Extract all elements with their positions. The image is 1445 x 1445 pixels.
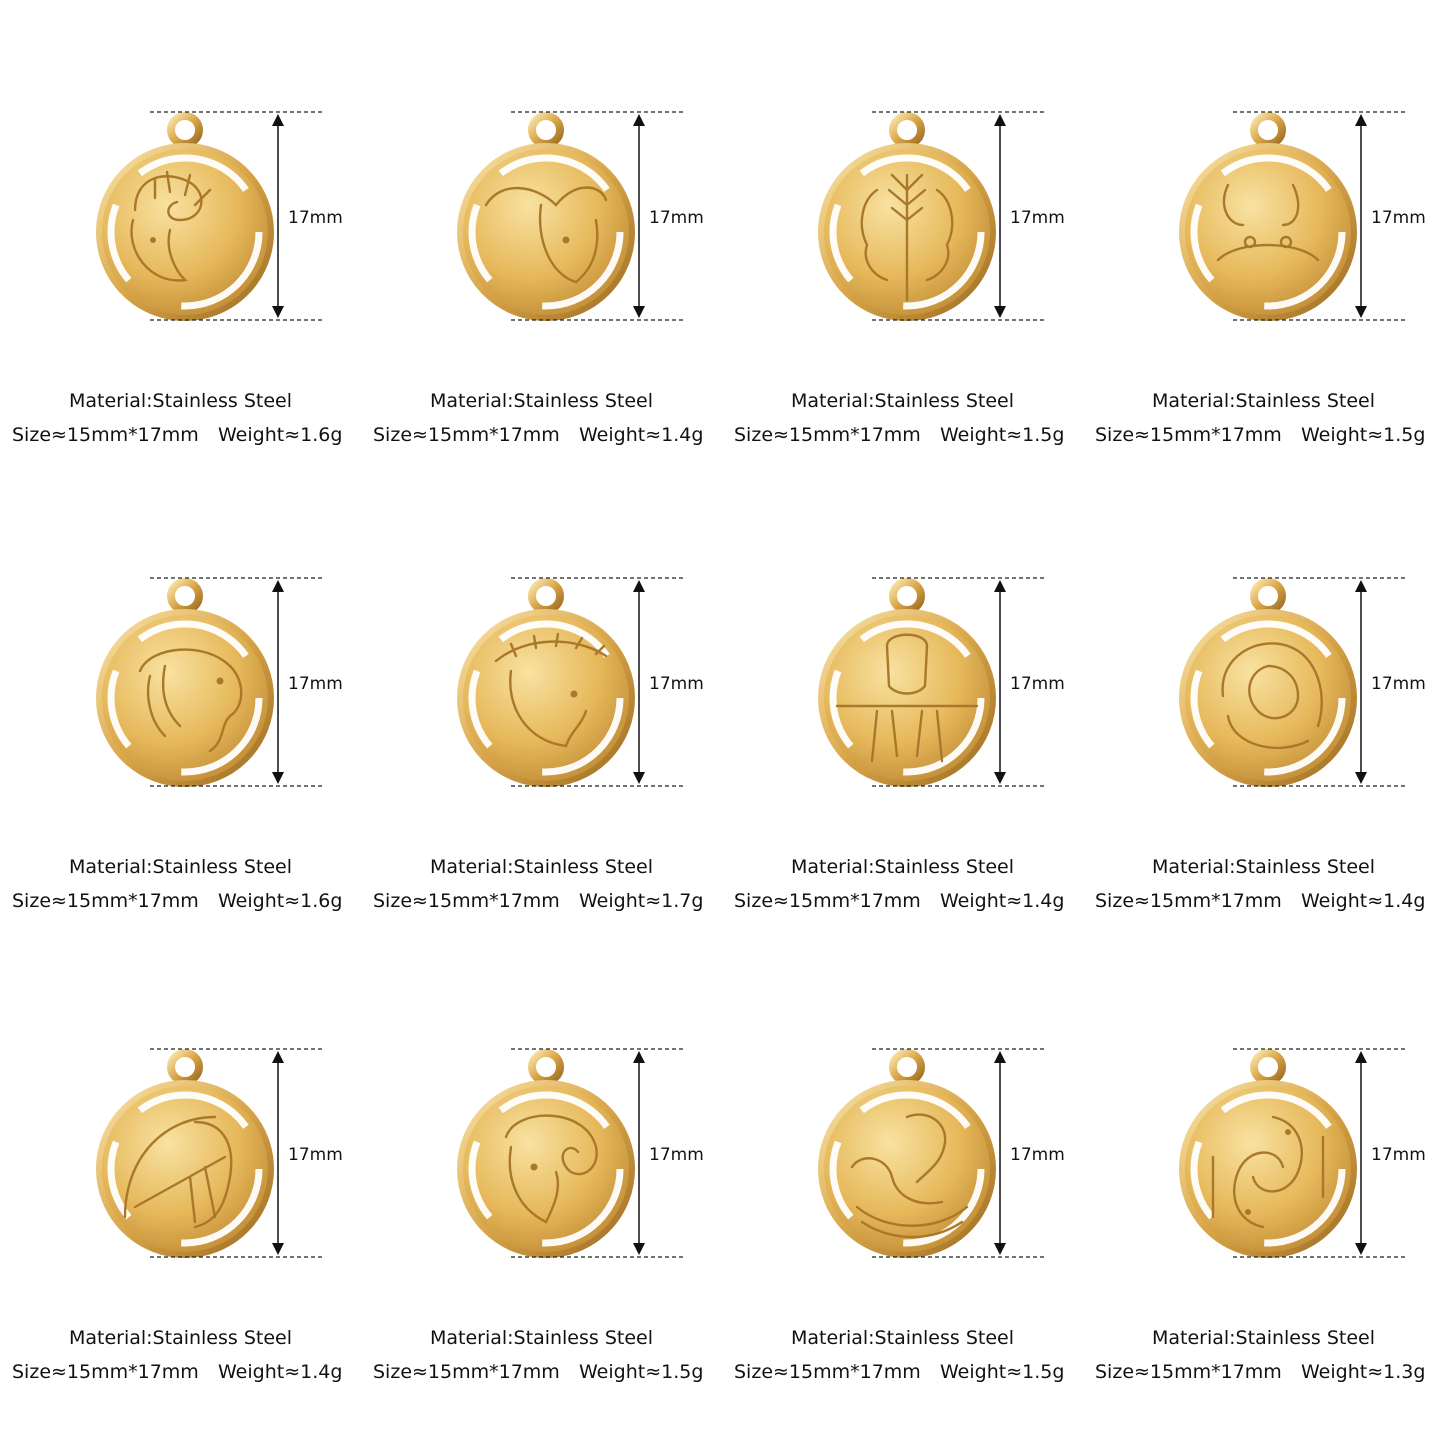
material-label: Material:Stainless Steel [68,1327,293,1349]
dimension-label: 17mm [649,1145,704,1165]
dimension-label: 17mm [1371,674,1426,694]
size-label: Size≈15mm*17mm [1095,1361,1282,1383]
size-label: Size≈15mm*17mm [12,424,199,446]
pendant-card-aries: 17mm Material:Stainless Steel Size≈15mm*… [0,0,361,470]
pendant-card-cancer: 17mm Material:Stainless Steel Size≈15mm*… [1083,0,1444,470]
weight-label: Weight≈1.6g [218,890,343,912]
material-label: Material:Stainless Steel [790,390,1015,412]
size-label: Size≈15mm*17mm [12,1361,199,1383]
size-label: Size≈15mm*17mm [734,1361,921,1383]
weight-label: Weight≈1.4g [940,890,1065,912]
weight-label: Weight≈1.5g [940,424,1065,446]
material-label: Material:Stainless Steel [790,856,1015,878]
weight-label: Weight≈1.5g [579,1361,704,1383]
size-label: Size≈15mm*17mm [734,890,921,912]
capricorn-pendant-icon [456,1047,636,1262]
scorpio-pendant-icon [1178,576,1358,791]
gemini-pendant-icon [817,110,997,325]
cancer-pendant-icon [1178,110,1358,325]
size-label: Size≈15mm*17mm [1095,890,1282,912]
material-label: Material:Stainless Steel [1151,390,1376,412]
size-label: Size≈15mm*17mm [1095,424,1282,446]
pendant-card-libra: 17mm Material:Stainless Steel Size≈15mm*… [722,466,1083,936]
taurus-pendant-icon [456,110,636,325]
virgo-pendant-icon [456,576,636,791]
dimension-label: 17mm [288,1145,343,1165]
dimension-label: 17mm [1010,674,1065,694]
weight-label: Weight≈1.4g [218,1361,343,1383]
material-label: Material:Stainless Steel [429,1327,654,1349]
weight-label: Weight≈1.5g [1301,424,1426,446]
pendant-card-gemini: 17mm Material:Stainless Steel Size≈15mm*… [722,0,1083,470]
weight-label: Weight≈1.4g [1301,890,1426,912]
size-label: Size≈15mm*17mm [373,890,560,912]
weight-label: Weight≈1.3g [1301,1361,1426,1383]
material-label: Material:Stainless Steel [1151,1327,1376,1349]
material-label: Material:Stainless Steel [429,390,654,412]
pisces-pendant-icon [1178,1047,1358,1262]
dimension-label: 17mm [1371,208,1426,228]
sagittarius-pendant-icon [95,1047,275,1262]
pendant-card-taurus: 17mm Material:Stainless Steel Size≈15mm*… [361,0,722,470]
weight-label: Weight≈1.7g [579,890,704,912]
dimension-label: 17mm [1371,1145,1426,1165]
pendant-card-pisces: 17mm Material:Stainless Steel Size≈15mm*… [1083,937,1444,1407]
weight-label: Weight≈1.4g [579,424,704,446]
pendant-card-capricorn: 17mm Material:Stainless Steel Size≈15mm*… [361,937,722,1407]
size-label: Size≈15mm*17mm [12,890,199,912]
pendant-card-sagittarius: 17mm Material:Stainless Steel Size≈15mm*… [0,937,361,1407]
aquarius-pendant-icon [817,1047,997,1262]
dimension-label: 17mm [649,208,704,228]
dimension-label: 17mm [1010,1145,1065,1165]
weight-label: Weight≈1.5g [940,1361,1065,1383]
dimension-label: 17mm [1010,208,1065,228]
pendant-card-scorpio: 17mm Material:Stainless Steel Size≈15mm*… [1083,466,1444,936]
weight-label: Weight≈1.6g [218,424,343,446]
dimension-label: 17mm [649,674,704,694]
libra-pendant-icon [817,576,997,791]
material-label: Material:Stainless Steel [1151,856,1376,878]
material-label: Material:Stainless Steel [68,390,293,412]
pendant-card-leo: 17mm Material:Stainless Steel Size≈15mm*… [0,466,361,936]
size-label: Size≈15mm*17mm [734,424,921,446]
leo-pendant-icon [95,576,275,791]
size-label: Size≈15mm*17mm [373,1361,560,1383]
material-label: Material:Stainless Steel [429,856,654,878]
pendant-card-aquarius: 17mm Material:Stainless Steel Size≈15mm*… [722,937,1083,1407]
pendant-card-virgo: 17mm Material:Stainless Steel Size≈15mm*… [361,466,722,936]
material-label: Material:Stainless Steel [68,856,293,878]
material-label: Material:Stainless Steel [790,1327,1015,1349]
aries-pendant-icon [95,110,275,325]
dimension-label: 17mm [288,208,343,228]
size-label: Size≈15mm*17mm [373,424,560,446]
dimension-label: 17mm [288,674,343,694]
